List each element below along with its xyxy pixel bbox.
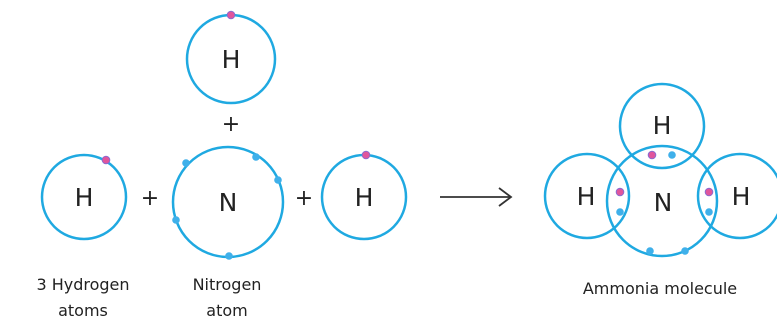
nitrogen-caption-line2: atom [206, 301, 247, 320]
hydrogen-atom-top: H [185, 10, 277, 105]
hydrogen-atom-right: H [320, 150, 408, 241]
hydrogen-symbol: H [653, 111, 672, 140]
hydrogen-symbol: H [222, 45, 241, 74]
hydrogen-electron [101, 155, 111, 165]
nitrogen-electron [172, 216, 180, 224]
hydrogen-electron [226, 10, 236, 20]
hydrogen-symbol: H [355, 183, 374, 212]
plus-sign: + [222, 112, 240, 137]
nitrogen-atom: N [171, 145, 285, 260]
hydrogen-caption-line2: atoms [58, 301, 108, 320]
hydrogen-symbol: H [577, 182, 596, 211]
shared-electron [616, 208, 624, 216]
ammonia-caption: Ammonia molecule [583, 279, 737, 298]
nitrogen-symbol: N [654, 188, 673, 217]
hydrogen-electron [361, 150, 371, 160]
plus-sign: + [295, 186, 313, 211]
nitrogen-symbol: N [219, 188, 238, 217]
shared-electron [705, 208, 713, 216]
hydrogen-shell [696, 152, 777, 240]
hydrogen-symbol: H [75, 183, 94, 212]
hydrogen-atom-left: H [40, 153, 128, 241]
lone-pair-electron [646, 247, 654, 255]
nitrogen-electron [274, 176, 282, 184]
hydrogen-symbol: H [732, 182, 751, 211]
nitrogen-electron [182, 159, 190, 167]
hydrogen-shell [40, 153, 128, 241]
reaction-arrow [440, 187, 513, 207]
ammonia-molecule: H H N H [543, 82, 777, 258]
nitrogen-shell [605, 144, 719, 258]
nitrogen-electron [252, 153, 260, 161]
nitrogen-electron [225, 252, 233, 260]
plus-sign: + [141, 186, 159, 211]
hydrogen-caption-line1: 3 Hydrogen [36, 275, 129, 294]
shared-electron [615, 187, 625, 197]
shared-electron [668, 151, 676, 159]
shared-electron [704, 187, 714, 197]
hydrogen-shell [618, 82, 706, 170]
lone-pair-electron [681, 247, 689, 255]
hydrogen-shell [543, 152, 631, 240]
nitrogen-caption-line1: Nitrogen [193, 275, 262, 294]
shared-electron [647, 150, 657, 160]
